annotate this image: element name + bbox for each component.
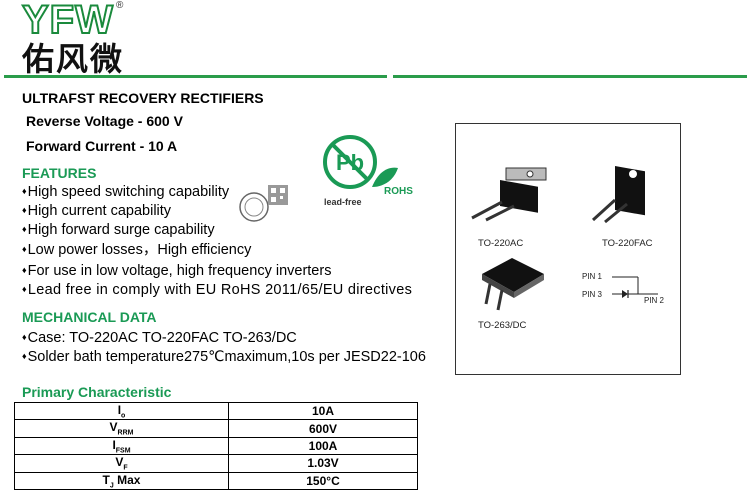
symbol-cell: IFSM (14, 436, 229, 456)
feature-item: ♦High forward surge capability (22, 222, 215, 238)
feature-item: ♦For use in low voltage, high frequency … (22, 263, 332, 279)
diamond-bullet-icon: ♦ (22, 265, 27, 275)
logo-cjk: 佑风微 (22, 41, 125, 77)
diamond-bullet-icon: ♦ (22, 284, 27, 294)
primary-characteristic-table: Io 10A VRRM 600V IFSM 100A VF 1.03V TJ M… (14, 401, 418, 490)
diamond-bullet-icon: ♦ (22, 205, 27, 215)
to220ac-package-icon (471, 167, 547, 222)
pin3-label: PIN 3 (582, 290, 603, 299)
quality-seal (236, 181, 296, 223)
table-row: VRRM 600V (14, 419, 418, 438)
mechanical-item: ♦Solder bath temperature275℃maximum,10s … (22, 349, 426, 365)
forward-current-spec: Forward Current - 10 A (26, 138, 178, 154)
diamond-bullet-icon: ♦ (22, 244, 27, 254)
logo-latin: YFW (21, 0, 114, 42)
to220fac-package-icon (591, 165, 645, 224)
package-outline-box: TO-220AC TO-220FAC TO-263/DC PIN 1 PIN 3… (455, 123, 681, 375)
pb-text: Pb (336, 150, 364, 175)
header-rule-left (4, 75, 387, 78)
symbol-cell: Io (14, 401, 229, 421)
value-cell: 600V (228, 419, 418, 438)
table-row: VF 1.03V (14, 454, 418, 473)
diamond-bullet-icon: ♦ (22, 186, 27, 196)
feature-item: ♦Low power losses，High efficiency (22, 242, 252, 258)
table-row: TJ Max 150°C (14, 471, 418, 490)
feature-item: ♦High speed switching capability (22, 184, 230, 200)
to220ac-label: TO-220AC (478, 238, 524, 249)
diamond-bullet-icon: ♦ (22, 351, 27, 361)
value-cell: 100A (228, 436, 418, 456)
lead-free-text: lead-free (324, 197, 362, 207)
to263-package-icon (482, 258, 544, 311)
pin2-label: PIN 2 (644, 296, 665, 305)
mechanical-item: ♦Case: TO-220AC TO-220FAC TO-263/DC (22, 330, 297, 346)
reverse-voltage-spec: Reverse Voltage - 600 V (26, 113, 183, 129)
symbol-cell: TJ Max (14, 471, 229, 490)
diamond-bullet-icon: ♦ (22, 332, 27, 342)
rohs-text: ROHS (384, 186, 413, 197)
seal-icon (239, 185, 288, 222)
features-heading: FEATURES (22, 165, 97, 181)
symbol-cell: VRRM (14, 419, 229, 438)
table-row: IFSM 100A (14, 436, 418, 456)
diamond-bullet-icon: ♦ (22, 224, 27, 234)
to263-label: TO-263/DC (478, 320, 527, 331)
value-cell: 1.03V (228, 454, 418, 473)
value-cell: 150°C (228, 471, 418, 490)
pin-schematic-icon (612, 276, 658, 298)
lead-free-badge: Pb ROHS lead-free (312, 132, 422, 208)
pin1-label: PIN 1 (582, 272, 603, 281)
mechanical-heading: MECHANICAL DATA (22, 309, 157, 325)
document-title: ULTRAFST RECOVERY RECTIFIERS (22, 90, 264, 106)
to220fac-label: TO-220FAC (602, 238, 653, 249)
pb-free-icon: Pb ROHS lead-free (323, 135, 413, 207)
header-rule-right (393, 75, 747, 78)
feature-item: ♦High current capability (22, 203, 172, 219)
feature-item: ♦Lead free in comply with EU RoHS 2011/6… (22, 282, 413, 298)
primary-heading: Primary Characteristic (22, 384, 172, 400)
value-cell: 10A (228, 401, 418, 421)
registered-mark: ® (116, 0, 124, 11)
table-row: Io 10A (14, 401, 418, 421)
symbol-cell: VF (14, 454, 229, 473)
